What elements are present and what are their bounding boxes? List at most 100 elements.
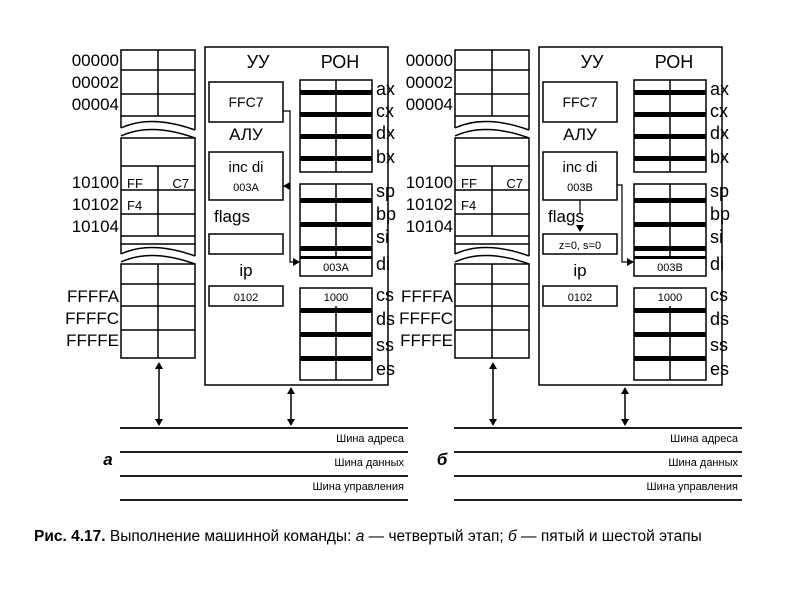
ip-label: ip xyxy=(573,261,586,280)
bus-label: Шина адреса xyxy=(670,433,739,445)
memory-address-label: 00002 xyxy=(72,73,119,92)
memory-address-label: 10100 xyxy=(406,173,453,192)
memory-address-label: 10102 xyxy=(406,195,453,214)
register-name-cs: cs xyxy=(376,285,394,305)
control-unit-label: УУ xyxy=(247,52,270,72)
di-register-value: 003A xyxy=(323,262,349,274)
bus-connector-arrow xyxy=(621,419,629,426)
register-name-bx: bx xyxy=(710,147,729,167)
caption-figure-number: Рис. 4.17. xyxy=(34,528,106,545)
memory-address-label: 00002 xyxy=(406,73,453,92)
register-divider xyxy=(634,256,706,259)
memory-break-wave xyxy=(120,120,196,131)
alu-result-value: 003B xyxy=(567,182,593,194)
memory-address-label: 10104 xyxy=(406,217,453,236)
bus-label: Шина управления xyxy=(647,481,739,493)
register-name-es: es xyxy=(376,359,395,379)
bus-label: Шина управления xyxy=(313,481,405,493)
bus-connectors xyxy=(489,362,629,426)
memory-address-label: 00000 xyxy=(72,51,119,70)
memory-cell-value: F4 xyxy=(127,198,142,213)
register-name-es: es xyxy=(710,359,729,379)
memory-address-label: FFFFC xyxy=(399,309,453,328)
register-name-cs: cs xyxy=(710,285,728,305)
register-name-dx: dx xyxy=(376,123,395,143)
register-name-cx: cx xyxy=(710,101,728,121)
ip-value: 0102 xyxy=(568,292,592,304)
memory-address-label: 10102 xyxy=(72,195,119,214)
bus-label: Шина адреса xyxy=(336,433,405,445)
wire-arrow-head xyxy=(576,225,584,232)
ip-label: ip xyxy=(239,261,252,280)
register-name-si: si xyxy=(376,227,389,247)
memory-break-wave xyxy=(120,246,196,257)
register-name-ds: ds xyxy=(376,309,395,329)
flags-label: flags xyxy=(214,207,250,226)
bus-connector-arrow xyxy=(155,419,163,426)
registers-label: РОН xyxy=(321,52,360,72)
register-name-ax: ax xyxy=(376,79,395,99)
register-name-si: si xyxy=(710,227,723,247)
instruction-register xyxy=(208,81,284,123)
register-name-cx: cx xyxy=(376,101,394,121)
memory-break-wave xyxy=(120,128,196,139)
alu-result-value: 003A xyxy=(233,182,259,194)
di-register-value: 003B xyxy=(657,262,683,274)
memory-address-label: 00004 xyxy=(406,95,453,114)
flags-label: flags xyxy=(548,207,584,226)
memory-break-wave xyxy=(454,254,530,265)
memory-break-wave xyxy=(454,128,530,139)
wire-arrow-head xyxy=(627,258,634,266)
register-name-di: di xyxy=(376,254,390,274)
alu-label: АЛУ xyxy=(229,125,263,144)
ip-value: 0102 xyxy=(234,292,258,304)
flags-value: z=0, s=0 xyxy=(559,240,601,252)
figure-caption: Рис. 4.17. Выполнение машинной команды: … xyxy=(34,528,774,546)
alu-to-di-wire xyxy=(617,184,630,263)
panel-letter: а xyxy=(103,450,112,469)
memory-break-wave xyxy=(454,120,530,131)
bus-connector-arrow xyxy=(287,419,295,426)
memory-address-label: FFFFA xyxy=(67,287,120,306)
control-unit-label: УУ xyxy=(581,52,604,72)
register-name-bp: bp xyxy=(376,204,396,224)
register-name-dx: dx xyxy=(710,123,729,143)
alu-box xyxy=(542,151,618,201)
memory-address-label: 10104 xyxy=(72,217,119,236)
bus-label: Шина данных xyxy=(334,457,404,469)
bus-connector-arrow xyxy=(287,387,295,394)
ip-register xyxy=(542,285,618,307)
register-name-sp: sp xyxy=(376,181,395,201)
memory-address-label: FFFFE xyxy=(400,331,453,350)
alu-instruction: inc di xyxy=(562,159,597,176)
instruction-register xyxy=(542,81,618,123)
panel-letter: б xyxy=(437,450,448,469)
ip-register xyxy=(208,285,284,307)
register-name-bx: bx xyxy=(376,147,395,167)
caption-letter-a: а xyxy=(355,528,365,545)
flags-register xyxy=(208,233,284,255)
register-name-sp: sp xyxy=(710,181,729,201)
caption-letter-b: б xyxy=(508,528,517,545)
caption-text-3: — пятый и шестой этапы xyxy=(516,528,702,545)
instruction-register-value: FFC7 xyxy=(229,94,264,110)
memory-cell-value: C7 xyxy=(506,176,523,191)
memory-cell-value: F4 xyxy=(461,198,476,213)
bus-connector-arrow xyxy=(489,419,497,426)
memory-cell-value: FF xyxy=(127,176,143,191)
caption-text-2: — четвертый этап; xyxy=(364,528,509,545)
register-name-bp: bp xyxy=(710,204,730,224)
register-name-ax: ax xyxy=(710,79,729,99)
memory-break-wave xyxy=(120,254,196,265)
alu-box xyxy=(208,151,284,201)
